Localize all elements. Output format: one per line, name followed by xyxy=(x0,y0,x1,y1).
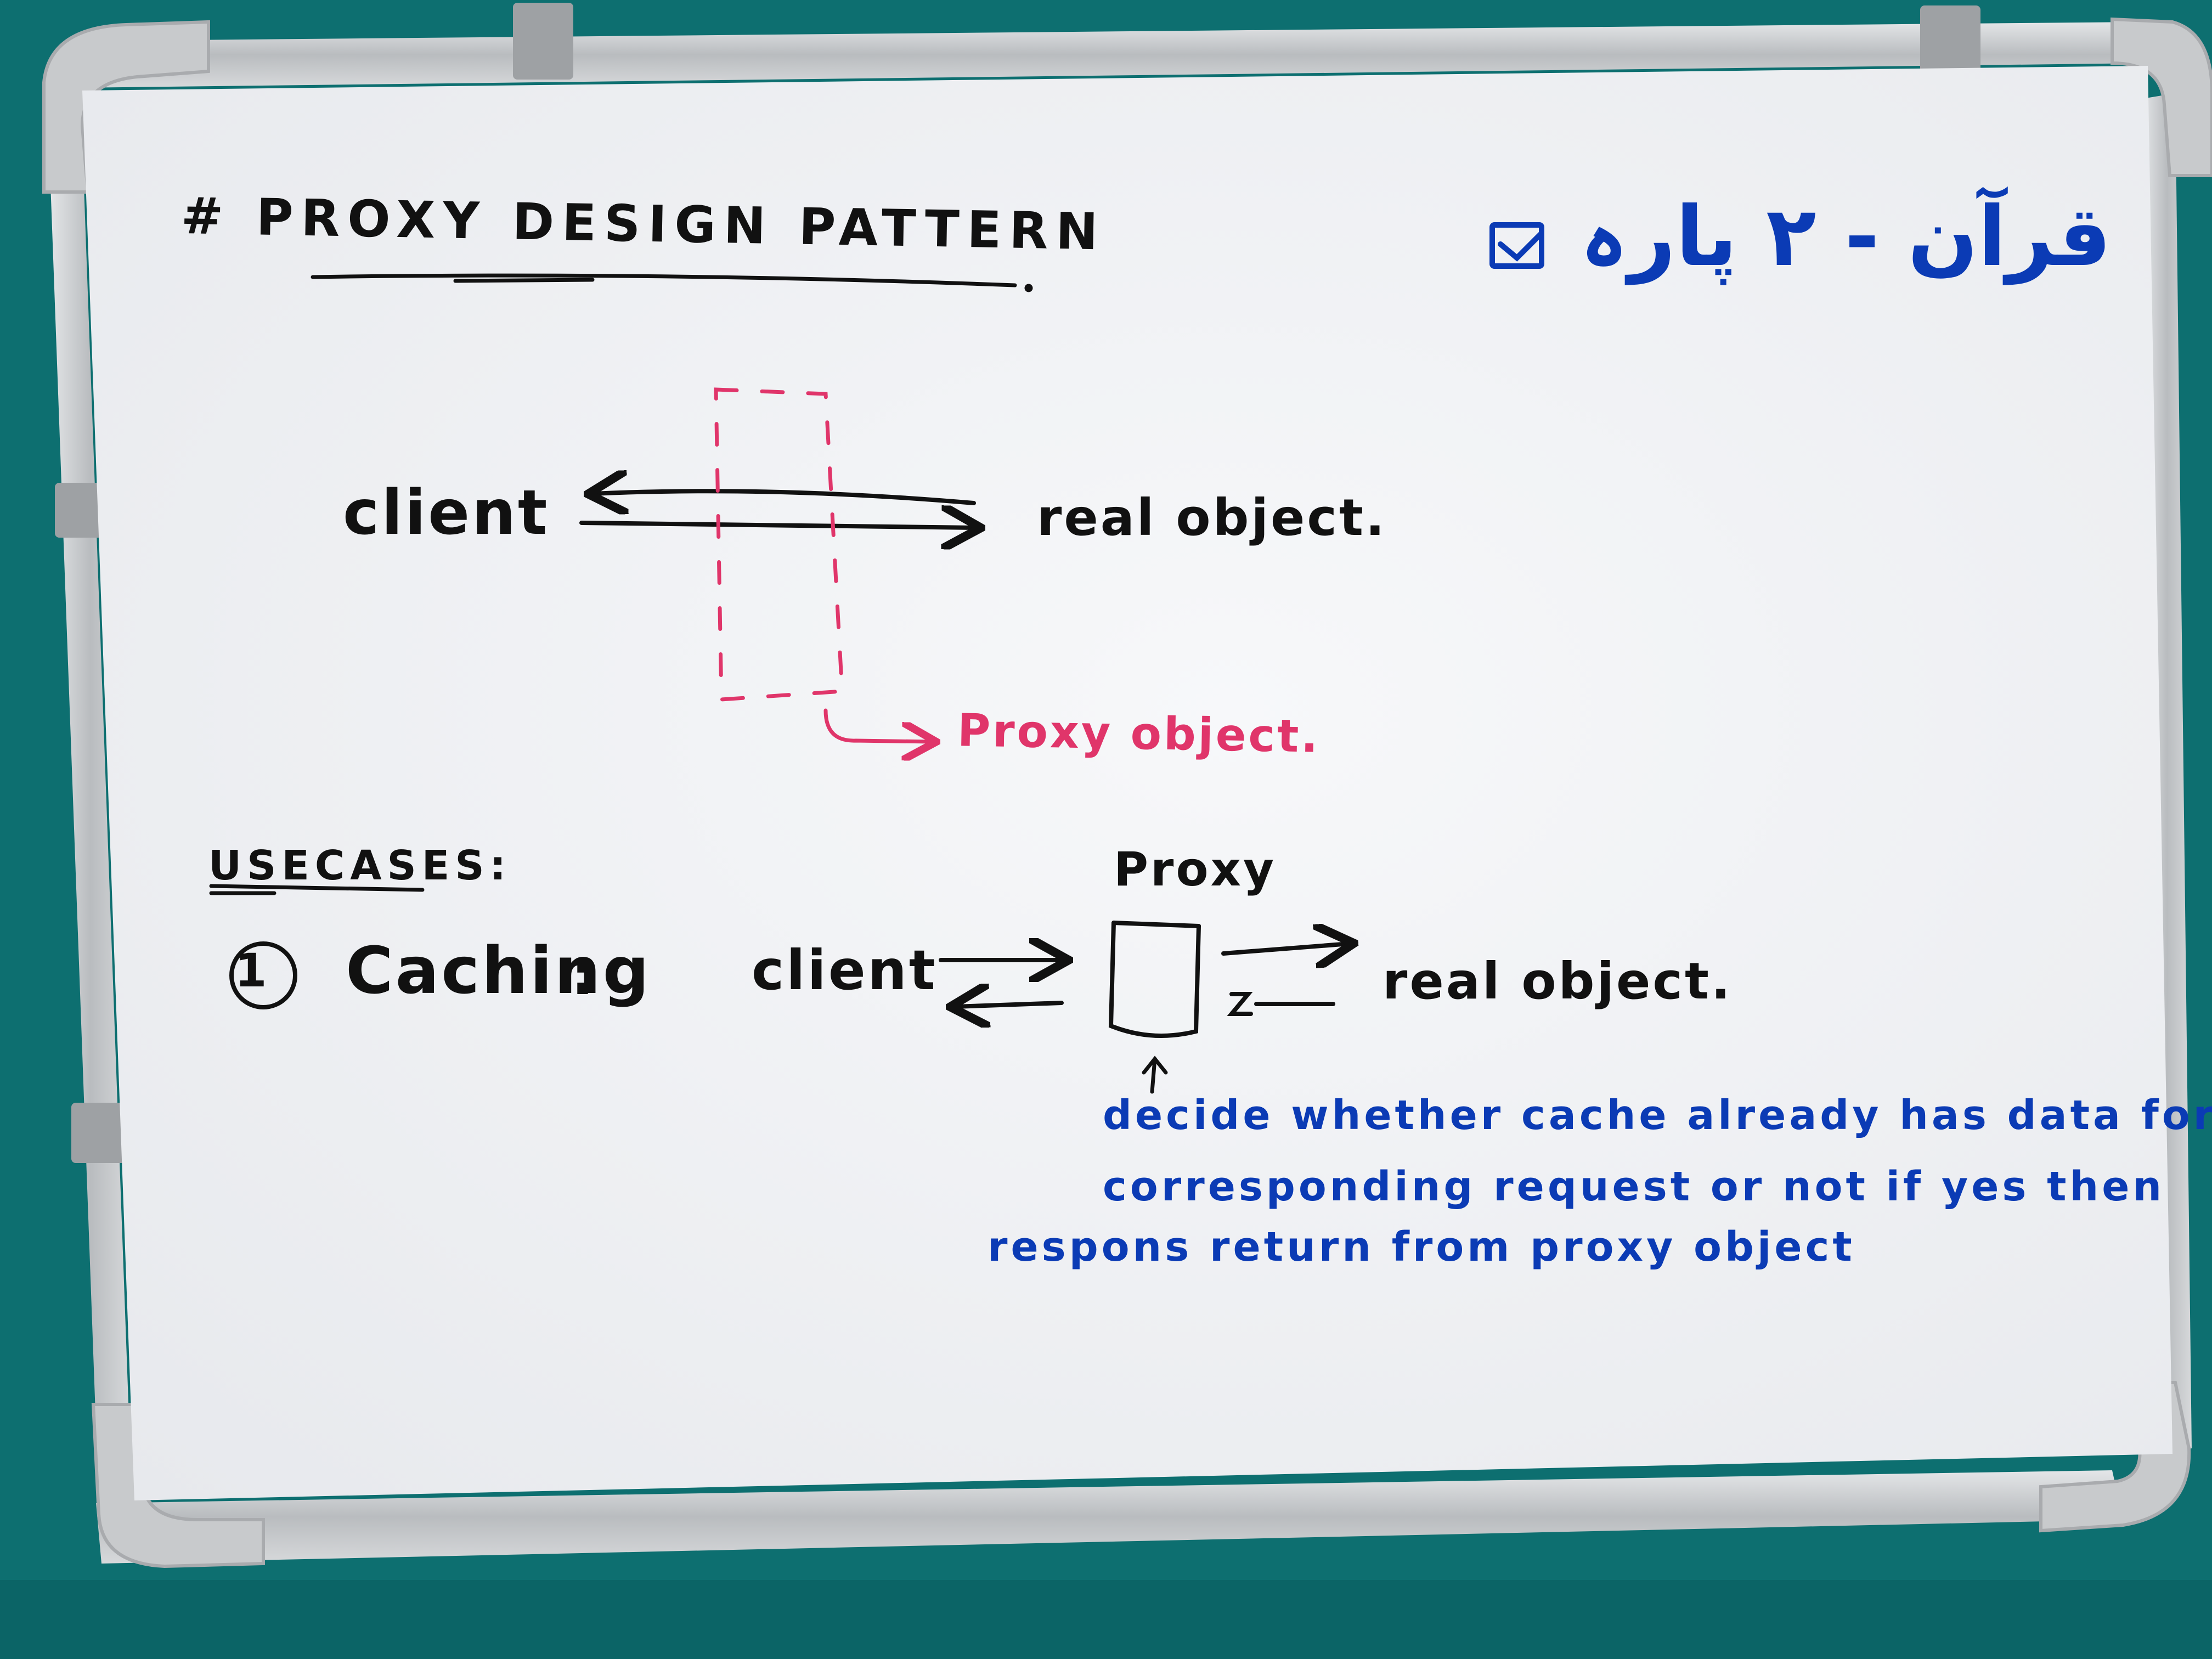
usecases-underline xyxy=(209,884,425,895)
caching-note-line-2: corresponding request or not if yes then xyxy=(1103,1163,2165,1210)
usecases-heading: USECASES: xyxy=(208,842,512,889)
diagram2-real-object-label: real object. xyxy=(1383,952,1733,1011)
diagram2-proxy-label: Proxy xyxy=(1114,842,1277,897)
checkbox-icon xyxy=(1489,222,1544,269)
usecase-caching-label: Caching xyxy=(346,933,652,1008)
usecase-number: 1 xyxy=(235,944,269,997)
diagram1-proxy-object-label: Proxy object. xyxy=(957,704,1321,763)
pointer-arrow-icon xyxy=(1142,1056,1168,1094)
diagram1-arrows xyxy=(579,491,977,528)
board-surface xyxy=(82,66,2172,1500)
diagram2-arrows xyxy=(939,944,1350,1014)
urdu-note: قرآن - ۲ پارہ xyxy=(1580,189,2112,285)
caching-note-line-1: decide whether cache already has data fo… xyxy=(1103,1092,2212,1139)
circled-number-icon xyxy=(229,941,297,1009)
caching-note-line-3: respons return from proxy object xyxy=(988,1223,1855,1271)
diagram1-real-object-label: real object. xyxy=(1037,488,1387,547)
proxy-cache-box xyxy=(1108,921,1201,1038)
usecase-colon: : xyxy=(571,938,597,1008)
diagram1-client-label: client xyxy=(343,477,550,549)
diagram2-client-label: client xyxy=(752,938,938,1002)
title-underline xyxy=(311,273,1033,292)
proxy-dashed-box xyxy=(714,387,933,742)
